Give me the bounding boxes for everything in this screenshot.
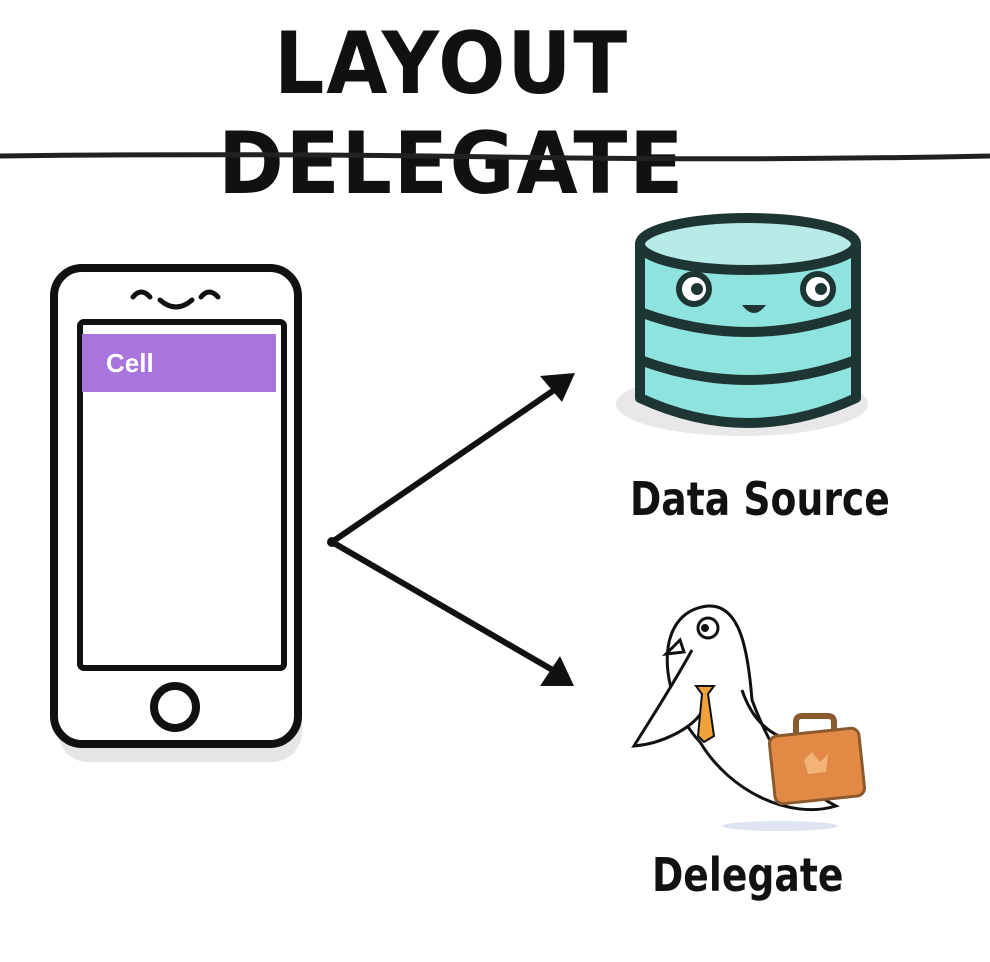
data-source-label: Data Source [630, 472, 890, 526]
delegate-label: Delegate [652, 848, 844, 902]
header-divider [0, 152, 990, 162]
arrow-to-delegate [329, 539, 559, 675]
arrow-to-data-source [329, 383, 563, 545]
tie-icon [694, 685, 716, 744]
arrowhead-data-source [540, 373, 575, 402]
arrows [327, 373, 575, 686]
home-button [150, 682, 200, 732]
phone-smile [157, 297, 195, 310]
database-smile [742, 305, 766, 313]
phone-eye-right [198, 289, 221, 300]
page-title: Layout Delegate [218, 14, 686, 214]
phone-illustration [50, 264, 302, 762]
cell-bar [82, 334, 276, 392]
delegate-bird-icon [631, 604, 867, 831]
cell-label: Cell [106, 348, 154, 378]
database-icon [616, 213, 868, 436]
arrowhead-delegate [540, 656, 574, 686]
phone-eye-left [130, 289, 153, 300]
briefcase-icon [767, 713, 867, 806]
